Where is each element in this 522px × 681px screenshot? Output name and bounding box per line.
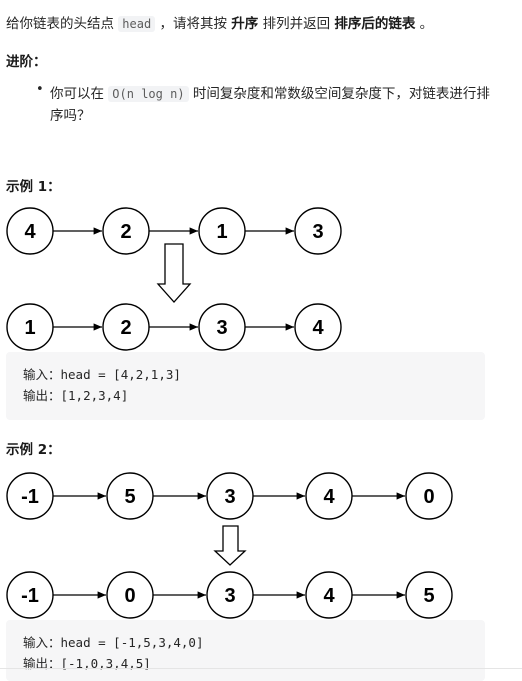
- node-value: 2: [120, 221, 131, 243]
- node-value: 4: [312, 317, 324, 339]
- intro-text: 排列并返回: [258, 16, 335, 32]
- advanced-pre: 你可以在: [50, 86, 109, 102]
- inline-code-complexity: O(n log n): [108, 86, 189, 102]
- list-node: [106, 571, 154, 619]
- list-node: [405, 472, 453, 520]
- node-value: 5: [124, 486, 135, 508]
- node-value: 4: [24, 221, 36, 243]
- list-node: [294, 207, 342, 255]
- list-node: [6, 571, 54, 619]
- list-node: [102, 303, 150, 351]
- advanced-text: 你可以在 O(n log n) 时间复杂度和常数级空间复杂度下，对链表进行排序吗…: [50, 83, 490, 127]
- example1-code-block: 输入：head = [4,2,1,3] 输出：[1,2,3,4]: [6, 352, 485, 420]
- bullet-icon: •: [36, 82, 44, 97]
- list-node: [294, 303, 342, 351]
- node-value: 0: [423, 486, 434, 508]
- problem-description: 给你链表的头结点 head ，请将其按 升序 排列并返回 排序后的链表 。: [6, 12, 433, 32]
- advanced-post: 时间复杂度和常数级空间复杂度下，对链表进行排序吗？: [50, 86, 490, 124]
- down-arrow-icon: [213, 525, 247, 566]
- example2-diagram: -1 5 3 4 0 -1 0 3 4 5: [6, 472, 453, 619]
- example2-output: 输出：[-1,0,3,4,5]: [23, 656, 151, 671]
- bold-sorted-list: 排序后的链表: [334, 16, 416, 32]
- inline-code-head: head: [118, 16, 156, 32]
- intro-text: 给你链表的头结点: [6, 16, 119, 32]
- advanced-heading: 进阶：: [6, 54, 47, 70]
- node-value: 3: [224, 585, 235, 607]
- node-value: 0: [124, 585, 135, 607]
- list-node: [305, 472, 353, 520]
- list-node: [405, 571, 453, 619]
- node-value: 4: [323, 585, 335, 607]
- linked-list-after: 1 2 3 4: [6, 303, 342, 351]
- down-arrow-icon: [156, 243, 192, 303]
- bold-ascending: 升序: [231, 16, 259, 32]
- list-node: [6, 472, 54, 520]
- list-node: [206, 571, 254, 619]
- example2-input: 输入：head = [-1,5,3,4,0]: [23, 635, 204, 650]
- node-value: 4: [323, 486, 335, 508]
- node-value: 3: [224, 486, 235, 508]
- linked-list-before: -1 5 3 4 0: [6, 472, 453, 520]
- intro-text: ，请将其按: [155, 16, 232, 32]
- node-value: 3: [216, 317, 227, 339]
- example1-input: 输入：head = [4,2,1,3]: [23, 367, 181, 382]
- divider: [0, 668, 522, 669]
- node-value: 3: [312, 221, 323, 243]
- list-node: [305, 571, 353, 619]
- list-node: [206, 472, 254, 520]
- list-node: [198, 303, 246, 351]
- example2-code-block: 输入：head = [-1,5,3,4,0] 输出：[-1,0,3,4,5]: [6, 620, 485, 681]
- example2-heading: 示例 2：: [6, 442, 61, 458]
- linked-list-after: -1 0 3 4 5: [6, 571, 453, 619]
- node-value: 2: [120, 317, 131, 339]
- list-node: [106, 472, 154, 520]
- linked-list-before: 4 2 1 3: [6, 207, 342, 255]
- node-value: 5: [423, 585, 434, 607]
- list-node: [6, 303, 54, 351]
- node-value: -1: [21, 486, 39, 508]
- node-value: 1: [216, 221, 227, 243]
- list-node: [6, 207, 54, 255]
- node-value: -1: [21, 585, 39, 607]
- node-value: 1: [24, 317, 35, 339]
- intro-text: 。: [415, 16, 434, 32]
- example1-output: 输出：[1,2,3,4]: [23, 388, 129, 403]
- example1-diagram: 4 2 1 3 1 2 3 4: [6, 207, 342, 351]
- list-node: [102, 207, 150, 255]
- list-node: [198, 207, 246, 255]
- example1-heading: 示例 1：: [6, 179, 61, 195]
